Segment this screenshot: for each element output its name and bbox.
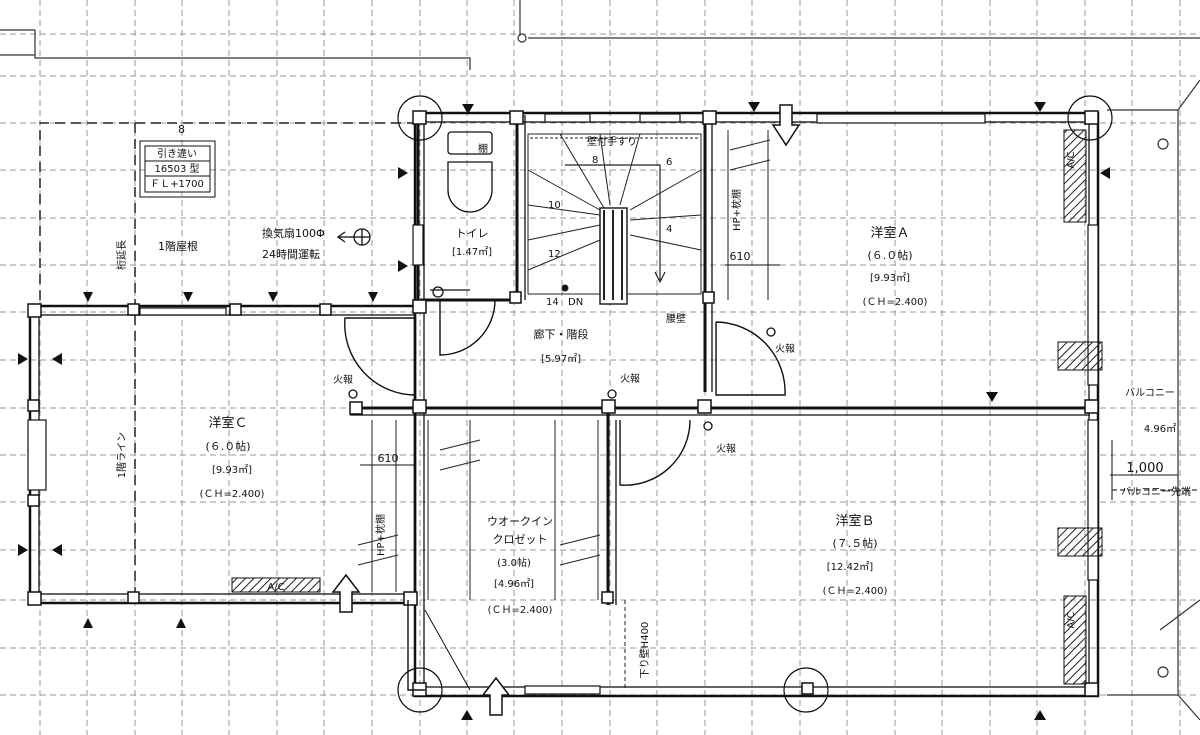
room-c-ceiling: (ＣＨ=2.400) (200, 489, 265, 500)
room-b-tatami: (７.５帖) (832, 537, 877, 550)
grid-number-label: 8 (178, 123, 185, 136)
first-floor-roof-outline (39, 122, 416, 600)
room-a-ceiling: (ＣＨ=2.400) (863, 297, 928, 308)
site-boundary-lines (0, 0, 1200, 70)
window-tag-line-1: 引き違い (157, 147, 197, 160)
smoke-alarm-label-2: 火報 (620, 373, 640, 385)
room-c-name: 洋室Ｃ (208, 415, 247, 431)
dimension-610-a: 610 (730, 250, 751, 263)
smoke-alarm-label-3: 火報 (716, 443, 736, 455)
room-b-ceiling: (ＣＨ=2.400) (823, 586, 888, 597)
room-c-area: [9.93㎡] (212, 464, 252, 476)
smoke-alarm-label-4: 火報 (333, 374, 353, 386)
ventilation-label-1: 換気扇100Φ (262, 226, 325, 240)
room-c-tatami: (６.０帖) (205, 440, 250, 453)
interior-walls (350, 115, 1090, 605)
balcony-tip-label: バルコニー先端 (1121, 485, 1191, 498)
drop-wall-label: 下り壁H400 (638, 622, 651, 679)
smoke-detector-icons (348, 327, 776, 431)
hp-shelf-label-c: HP+枕棚 (374, 514, 387, 556)
window-tag-line-2: 16503 型 (155, 162, 200, 175)
stair-step-14: 14 (546, 297, 559, 308)
first-floor-line-label: 1階ライン (116, 432, 128, 478)
staircase (527, 133, 702, 305)
toilet-name: トイレ (456, 227, 489, 240)
corner-markers (397, 95, 1113, 713)
keta-line-label: 桁延長 (115, 240, 128, 270)
structural-posts (27, 110, 1099, 697)
room-a-name: 洋室Ａ (870, 225, 909, 241)
closet-tatami: (3.0帖) (497, 556, 531, 569)
ventilation-fan-icon (336, 228, 371, 246)
first-floor-roof-label: 1階屋根 (158, 239, 198, 253)
closet-area: [4.96㎡] (494, 578, 534, 590)
balcony-depth: 1,000 (1126, 461, 1163, 476)
stair-step-10: 10 (548, 200, 561, 211)
doors (344, 299, 786, 691)
smoke-alarm-label-1: 火報 (775, 343, 795, 355)
closet-name-2: クロゼット (493, 533, 548, 546)
ventilation-label-2: 24時間運転 (262, 248, 320, 261)
closet-ceiling: (ＣＨ=2.400) (488, 605, 553, 616)
ac-label-a: A/C (1066, 151, 1077, 168)
stair-bottom-note: 腰壁 (666, 312, 686, 325)
dimension-lines (360, 264, 1178, 476)
balcony-outline (1107, 79, 1200, 721)
toilet-fixture (430, 131, 493, 298)
room-b-area: [12.42㎡] (827, 561, 874, 573)
exterior-walls (28, 111, 1100, 698)
windows (27, 113, 1099, 695)
direction-arrows (331, 104, 801, 716)
window-tag-line-3: ＦＬ+1700 (150, 179, 204, 190)
hall-name: 廊下・階段 (534, 327, 589, 341)
stair-down-label: DN (568, 297, 583, 308)
balcony-name: バルコニー (1125, 387, 1175, 399)
room-b-name: 洋室Ｂ (835, 513, 874, 529)
hp-shelf-label-a: HP+枕棚 (730, 189, 743, 231)
stair-step-6: 6 (666, 157, 672, 168)
handrail-label: 壁付手すり (587, 135, 637, 148)
hall-area: [5.97㎡] (541, 353, 581, 365)
dimension-610-c: 610 (378, 452, 399, 465)
window-tag-box (139, 140, 216, 198)
hatched-areas (231, 129, 1103, 685)
closet-name-1: ウオークイン (487, 515, 553, 528)
balcony-area: 4.96㎡ (1144, 423, 1176, 435)
toilet-area: [1.47㎡] (452, 246, 492, 258)
room-a-tatami: (６.０帖) (867, 249, 912, 262)
toilet-shelf-label: 棚 (478, 142, 488, 155)
closet-shelves (357, 130, 771, 690)
ac-label-c: A/C (267, 582, 284, 593)
stair-step-8: 8 (592, 155, 598, 166)
room-a-area: [9.93㎡] (870, 272, 910, 284)
ac-label-b: A/C (1066, 611, 1077, 628)
stair-step-12: 12 (548, 249, 561, 260)
stair-step-4: 4 (666, 224, 672, 235)
grid-arrow-markers (18, 102, 1110, 720)
